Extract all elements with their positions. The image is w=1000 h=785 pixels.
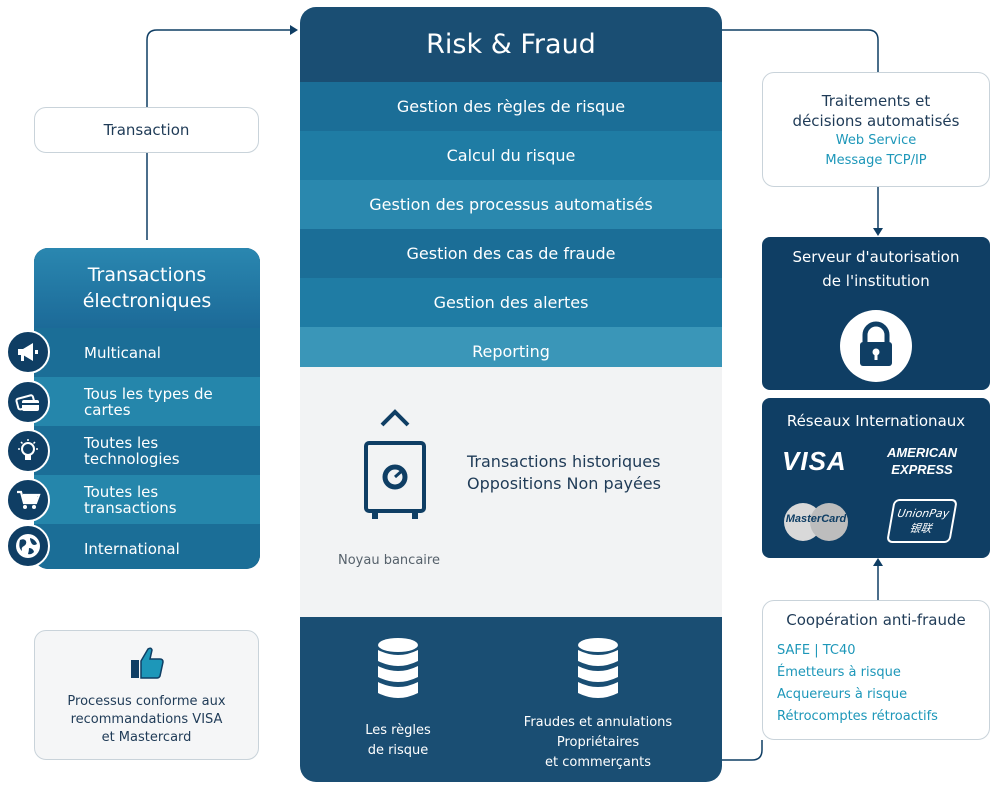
auto-message-tcp: Message TCP/IP [825,152,927,168]
auto-web-service: Web Service [835,132,917,148]
auto-line1: Traitements et [821,91,931,110]
megaphone-icon [6,330,50,374]
transaction-box: Transaction [34,107,259,153]
risk-row-cases: Gestion des cas de fraude [300,229,722,278]
credit-cards-icon [6,380,50,424]
mastercard-logo: MasterCard [778,499,854,545]
risk-row-calc: Calcul du risque [300,131,722,180]
electronic-transactions-header: Transactions électroniques [34,248,260,328]
safe-icon [364,409,426,519]
coop-item: Acquereurs à risque [777,687,908,702]
database-icon [578,638,618,698]
feature-international: International [34,524,260,569]
connector-transaction-to-risk [146,29,292,107]
history-text: Transactions historiques Oppositions Non… [467,451,661,495]
conformity-line1: Processus conforme aux [67,694,226,709]
core-banking-label: Noyau bancaire [338,553,440,568]
coop-item: Émetteurs à risque [777,665,901,680]
visa-logo: VISA [782,446,847,476]
lock-icon [840,310,912,382]
shopping-cart-icon [6,478,50,522]
connector-risk-to-coop [722,740,763,761]
lightbulb-icon [6,429,50,473]
arrowhead-risk [290,25,298,35]
thumbs-up-icon [130,647,164,679]
risk-fraud-title: Risk & Fraud [426,29,596,60]
risk-row-rules: Gestion des règles de risque [300,82,722,131]
coop-item: SAFE | TC40 [777,643,856,658]
arrowhead-network [873,558,883,566]
transaction-label: Transaction [103,121,190,139]
globe-icon [6,524,50,568]
history-line2: Oppositions Non payées [467,474,661,493]
database-icon [378,638,418,698]
conformity-line2: recommandations VISA [70,712,223,727]
networks-title: Réseaux Internationaux [786,412,966,430]
feature-multicanal: Multicanal [34,328,260,377]
coop-title: Coopération anti-fraude [786,611,966,629]
automated-processing-box: Traitements et décisions automatisés Web… [762,72,990,187]
feature-label: International [84,539,180,558]
auto-line2: décisions automatisés [792,111,960,130]
connector-risk-to-auto [722,29,879,72]
coop-item: Rétrocomptes rétroactifs [777,709,938,724]
conformity-line3: et Mastercard [101,730,192,745]
history-line1: Transactions historiques [467,452,661,471]
electronic-title-line1: Transactions [87,264,207,286]
electronic-transactions-panel: Transactions électroniques Multicanal To… [34,248,260,569]
risk-row-processes: Gestion des processus automatisés [300,180,722,229]
risk-row-alerts: Gestion des alertes [300,278,722,327]
risk-fraud-panel: Risk & Fraud Gestion des règles de risqu… [300,7,722,782]
conformity-box: Processus conforme aux recommandations V… [34,630,259,760]
electronic-title-line2: électroniques [82,290,212,312]
anti-fraud-cooperation-box: Coopération anti-fraude SAFE | TC40 Émet… [762,600,990,740]
feature-label: Multicanal [84,343,161,362]
core-banking-area: Transactions historiques Oppositions Non… [300,367,722,617]
arrowhead-server [873,228,883,236]
